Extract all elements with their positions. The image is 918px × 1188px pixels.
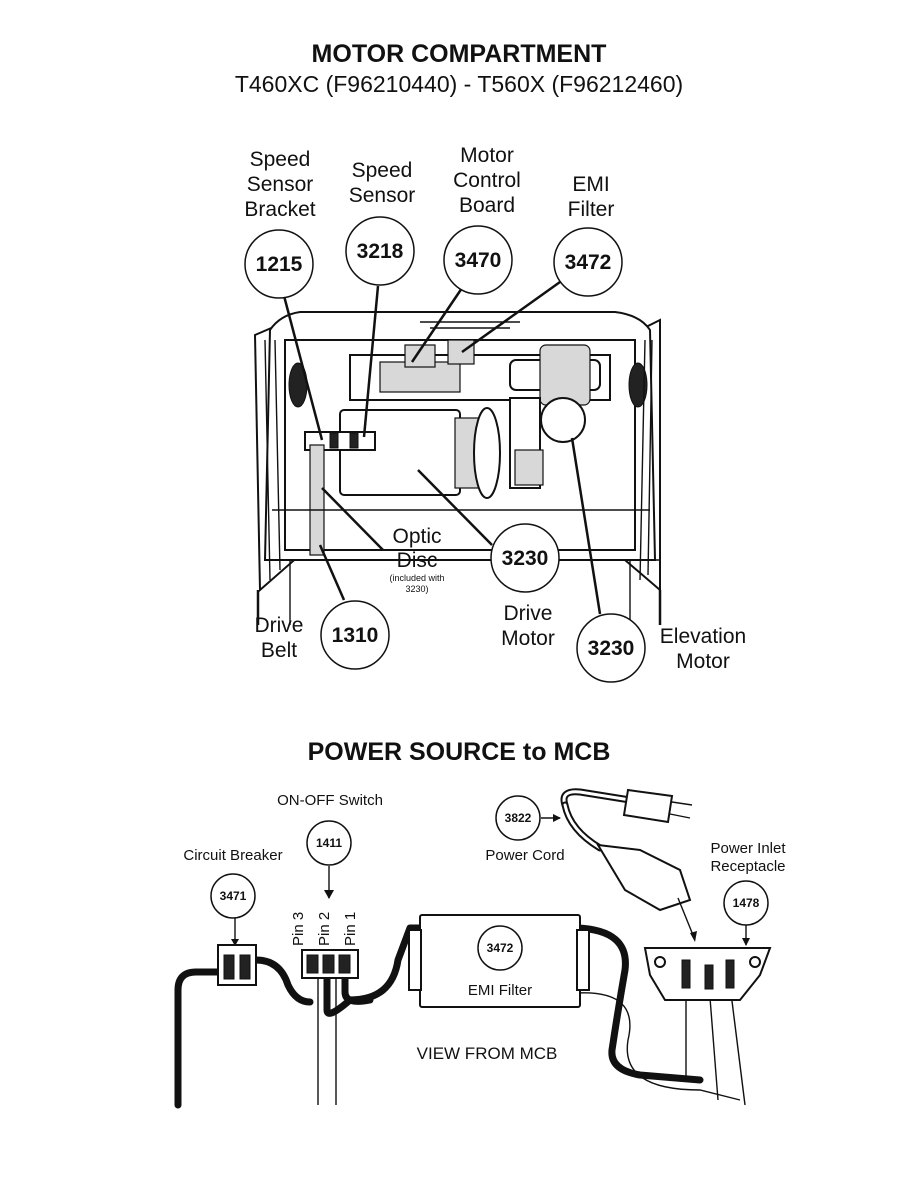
callout-motor-control-board: Motor Control Board 3470 <box>443 144 521 295</box>
power-section-title: POWER SOURCE to MCB <box>308 738 611 766</box>
svg-text:3822: 3822 <box>505 811 532 825</box>
svg-text:Belt: Belt <box>261 639 297 662</box>
emi-filter-box: 3472 EMI Filter <box>408 914 590 1008</box>
view-from-mcb-label: VIEW FROM MCB <box>417 1044 558 1063</box>
callout-optic-disc: Optic Disc (included with 3230) <box>389 525 444 594</box>
motor-section-title: MOTOR COMPARTMENT <box>312 40 607 68</box>
power-leader-lines <box>231 814 750 946</box>
svg-text:3218: 3218 <box>357 240 404 263</box>
callout-emi-filter: EMI Filter 3472 <box>553 173 623 297</box>
power-wiring <box>174 924 746 1109</box>
svg-text:1215: 1215 <box>256 253 303 276</box>
svg-text:1478: 1478 <box>733 896 760 910</box>
svg-text:EMI Filter: EMI Filter <box>468 982 532 999</box>
callout-power-inlet-receptacle: Power Inlet Receptacle 1478 <box>710 840 786 926</box>
svg-text:Power Cord: Power Cord <box>485 847 564 864</box>
motor-compartment-drawing <box>253 311 662 625</box>
callout-elevation-motor: 3230 Elevation Motor <box>576 613 746 683</box>
callout-speed-sensor: Speed Sensor 3218 <box>345 159 416 286</box>
callout-on-off-switch: ON-OFF Switch 1411 <box>277 792 383 866</box>
svg-text:EMI: EMI <box>572 173 609 196</box>
svg-text:Motor: Motor <box>501 627 555 650</box>
svg-text:(included with: (included with <box>389 573 444 583</box>
svg-text:Power Inlet: Power Inlet <box>710 840 786 857</box>
svg-text:ON-OFF Switch: ON-OFF Switch <box>277 792 383 809</box>
svg-text:3471: 3471 <box>220 889 247 903</box>
on-off-switch: Pin 3 Pin 2 Pin 1 <box>290 912 359 979</box>
callout-drive-motor: 3230 Drive Motor <box>490 523 560 650</box>
svg-text:Circuit Breaker: Circuit Breaker <box>183 847 282 864</box>
svg-text:Filter: Filter <box>568 198 615 221</box>
svg-text:Pin 2: Pin 2 <box>316 912 333 946</box>
svg-text:Drive: Drive <box>503 602 552 625</box>
svg-text:Motor: Motor <box>460 144 514 167</box>
svg-text:Motor: Motor <box>676 650 730 673</box>
callout-power-cord: 3822 Power Cord <box>485 795 565 864</box>
svg-text:Drive: Drive <box>254 614 303 637</box>
svg-text:Board: Board <box>459 194 515 217</box>
motor-leader-lines <box>281 280 602 615</box>
circuit-breaker <box>217 944 257 986</box>
svg-text:1411: 1411 <box>316 836 342 850</box>
svg-text:Optic: Optic <box>392 525 441 548</box>
svg-text:3230: 3230 <box>588 637 635 660</box>
svg-text:Bracket: Bracket <box>244 198 315 221</box>
power-cord <box>560 788 693 912</box>
svg-text:Sensor: Sensor <box>349 184 416 207</box>
svg-text:3470: 3470 <box>455 249 502 272</box>
svg-text:Pin 3: Pin 3 <box>290 912 307 946</box>
svg-text:3472: 3472 <box>487 941 514 955</box>
svg-text:Speed: Speed <box>250 148 311 171</box>
svg-text:Speed: Speed <box>352 159 413 182</box>
svg-text:Sensor: Sensor <box>247 173 314 196</box>
svg-text:Receptacle: Receptacle <box>710 858 785 875</box>
svg-text:3230: 3230 <box>502 547 549 570</box>
svg-text:3230): 3230) <box>405 584 428 594</box>
svg-text:Control: Control <box>453 169 521 192</box>
callout-circuit-breaker: Circuit Breaker 3471 <box>183 847 283 919</box>
motor-section-subtitle: T460XC (F96210440) - T560X (F96212460) <box>235 71 683 97</box>
svg-text:Pin 1: Pin 1 <box>342 912 359 946</box>
svg-text:Elevation: Elevation <box>660 625 746 648</box>
callout-drive-belt: Drive Belt 1310 <box>254 600 390 670</box>
svg-text:3472: 3472 <box>565 251 612 274</box>
callout-speed-sensor-bracket: Speed Sensor Bracket 1215 <box>244 148 316 299</box>
svg-text:Disc: Disc <box>397 549 438 572</box>
power-inlet-receptacle <box>643 947 772 1001</box>
svg-text:1310: 1310 <box>332 624 379 647</box>
